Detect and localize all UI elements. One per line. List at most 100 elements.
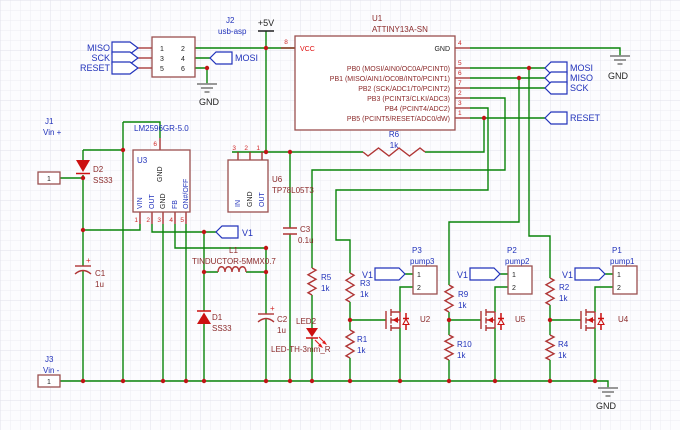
- wire: [311, 68, 551, 285]
- r4-ref: R4: [558, 340, 569, 349]
- u2-ref: U2: [420, 315, 431, 324]
- component-u6[interactable]: 3 2 1 IN GND OUT U6 TP78L05T3: [227, 145, 314, 213]
- u3-pin-name: OUT: [149, 194, 156, 210]
- j3-body[interactable]: [37, 374, 61, 388]
- net-label: RESET: [80, 63, 111, 73]
- mosfet-u4[interactable]: [580, 309, 605, 331]
- p3-ref: P3: [412, 246, 422, 255]
- p1-body[interactable]: [612, 265, 638, 295]
- wire: [83, 224, 266, 381]
- r10-ref: R10: [457, 340, 472, 349]
- u1-pin-number: 7: [458, 80, 462, 87]
- j1-body[interactable]: [37, 171, 61, 185]
- p1-pin-number: 1: [617, 272, 621, 279]
- r4-value: 1k: [558, 351, 567, 360]
- p2-body[interactable]: [507, 265, 533, 295]
- u1-pin-number: 4: [458, 40, 462, 47]
- net-label: V1: [242, 228, 253, 238]
- component-d2[interactable]: D2 SS33: [76, 160, 113, 185]
- junction-dots: [80, 45, 598, 384]
- u1-part: ATTINY13A-SN: [372, 25, 428, 34]
- component-r6[interactable]: R6 1k: [362, 130, 426, 157]
- power-flag-5v[interactable]: +5V: [258, 18, 274, 32]
- wire: [204, 248, 267, 381]
- u3-pin-name: FB: [172, 200, 179, 209]
- net-flag-reset-right[interactable]: RESET: [544, 111, 601, 125]
- r2-value: 1k: [559, 294, 568, 303]
- j2-body[interactable]: [151, 36, 196, 78]
- u1-pin-number: 3: [458, 100, 462, 107]
- d1-ref: D1: [212, 313, 223, 322]
- component-u1[interactable]: U1 ATTINY13A-SN 8 VCC GND PB0 (MOSI/AIN0…: [284, 14, 462, 131]
- gnd-symbol-j2[interactable]: GND: [196, 83, 220, 107]
- r1-ref: R1: [357, 335, 368, 344]
- pump-branch-p2[interactable]: P2 pump2 V1 1 2 R9 1k R10 1k U5: [443, 246, 533, 361]
- p2-ref: P2: [507, 246, 517, 255]
- mosfet-u5[interactable]: [480, 309, 505, 331]
- c2-plus: +: [270, 304, 275, 313]
- gnd-label: GND: [199, 97, 220, 107]
- u1-ref: U1: [372, 14, 383, 23]
- component-c1[interactable]: + C1 1u: [74, 256, 106, 289]
- wire: [60, 121, 161, 381]
- component-l1[interactable]: L1 TINDUCTOR-5MMX0.7: [192, 246, 276, 273]
- component-j1[interactable]: J1 Vin + 1: [37, 117, 62, 185]
- u6-body[interactable]: [227, 159, 269, 213]
- gnd-symbol-bottom[interactable]: GND: [596, 387, 619, 411]
- component-j2[interactable]: J2 usb-asp 1 2 3 4 5 6: [151, 16, 247, 78]
- component-led2[interactable]: LED2 LED-TH-3mm_R: [271, 317, 331, 354]
- wire: [448, 273, 508, 381]
- net-label: RESET: [570, 113, 601, 123]
- r6-value: 1k: [390, 141, 399, 150]
- net-flag-v1-p3[interactable]: V1: [362, 267, 406, 281]
- p3-pin-number: 2: [417, 285, 421, 292]
- net-label: MOSI: [570, 63, 593, 73]
- u5-ref: U5: [515, 315, 526, 324]
- j1-ref: J1: [45, 117, 54, 126]
- component-r5[interactable]: R5 1k: [306, 267, 332, 296]
- c1-value: 1u: [95, 280, 104, 289]
- net-flag-v1-u6[interactable]: V1: [215, 225, 253, 239]
- u1-pin-name-vcc: VCC: [300, 46, 315, 53]
- pump-branch-p3[interactable]: P3 pump3 V1 1 2 R3 1k R1 1k U2: [344, 246, 438, 359]
- u1-body[interactable]: [294, 35, 456, 131]
- c2-ref: C2: [277, 315, 288, 324]
- j2-part: usb-asp: [218, 27, 247, 36]
- u3-pin-number: 2: [146, 217, 150, 224]
- net-flag-sck-right[interactable]: SCK: [544, 81, 589, 95]
- u1-pin-name: PB1 (MISO/AIN1/OC0B/INT0/PCINT1): [330, 76, 450, 83]
- u1-pin-number: 5: [458, 60, 462, 67]
- component-c3[interactable]: C3 0.1u: [283, 225, 314, 245]
- gnd-label: GND: [608, 71, 629, 81]
- pump-branch-p1[interactable]: P1 pump1 V1 1 2 R2 1k R4 1k U4: [544, 246, 638, 361]
- mosfet-u2[interactable]: [385, 309, 410, 331]
- r6-ref: R6: [389, 130, 400, 139]
- u6-pin-name: IN: [235, 200, 242, 207]
- p2-part: pump2: [505, 257, 530, 266]
- c3-ref: C3: [300, 225, 311, 234]
- wire: [232, 118, 485, 153]
- net-flag-v1-p2[interactable]: V1: [457, 267, 501, 281]
- net-flag-mosi-j2[interactable]: MOSI: [209, 51, 258, 65]
- component-c2[interactable]: + C2 1u: [257, 304, 288, 335]
- u1-pin-number: 8: [284, 39, 288, 46]
- u1-pin-name: PB0 (MOSI/AIN0/OC0A/PCINT0): [347, 66, 450, 73]
- u4-ref: U4: [618, 315, 629, 324]
- led2-part: LED-TH-3mm_R: [271, 345, 331, 354]
- u1-pin-name: PB3 (PCINT3/CLKI/ADC3): [367, 96, 450, 103]
- p3-body[interactable]: [412, 265, 438, 295]
- r10-value: 1k: [457, 351, 466, 360]
- net-label: MISO: [570, 73, 593, 83]
- net-flag-v1-p1[interactable]: V1: [562, 267, 606, 281]
- component-u3[interactable]: LM2596GR-5.0 U3 6 GND VIN OUT GND FB ON#…: [132, 124, 191, 224]
- gnd-symbol-u1[interactable]: GND: [608, 55, 631, 81]
- component-j3[interactable]: J3 Vin - 1: [37, 355, 61, 388]
- net-flag-reset-left[interactable]: RESET: [80, 61, 139, 75]
- u3-body[interactable]: [132, 149, 191, 213]
- wires[interactable]: [60, 31, 621, 388]
- wire: [349, 273, 413, 381]
- c1-plus: +: [86, 256, 91, 265]
- r1-value: 1k: [357, 346, 366, 355]
- component-d1[interactable]: D1 SS33: [197, 310, 232, 333]
